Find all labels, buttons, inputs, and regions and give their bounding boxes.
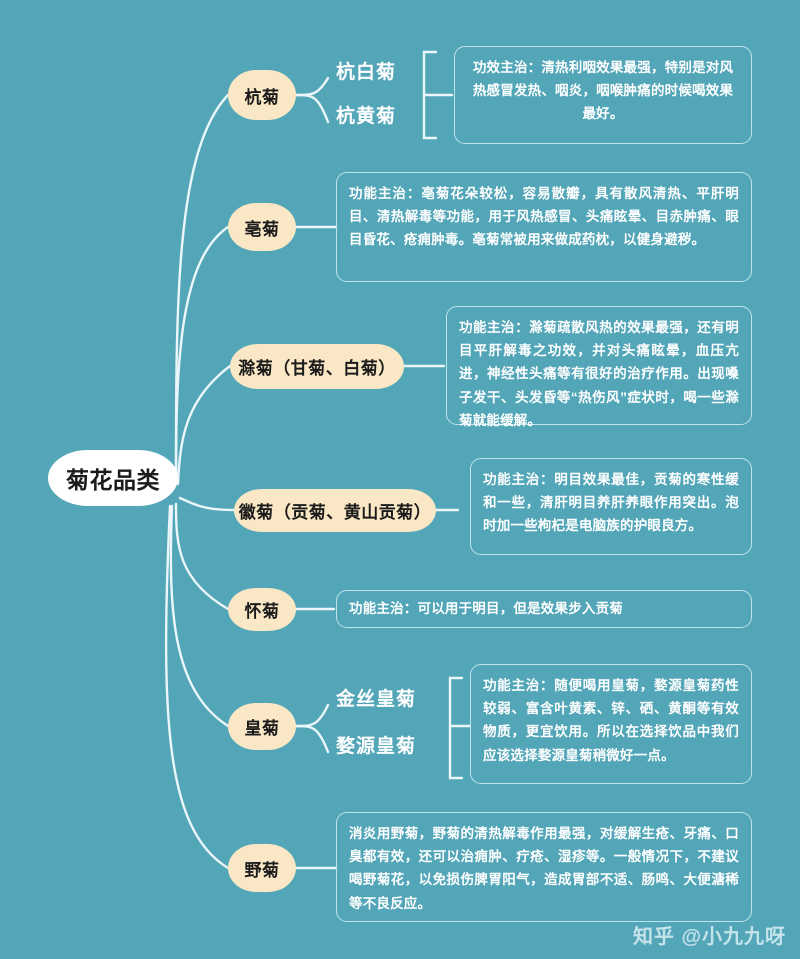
info-box-boju: 功能主治：亳菊花朵较松，容易散瓣，具有散风清热、平肝明目、清热解毒等功能，用于风… bbox=[336, 172, 752, 282]
branch-node-huiju[interactable]: 徽菊（贡菊、黄山贡菊） bbox=[234, 489, 436, 532]
bracket-huangju bbox=[448, 676, 464, 780]
link-root-huangju bbox=[169, 504, 230, 728]
root-node[interactable]: 菊花品类 bbox=[48, 450, 178, 506]
info-text-yeju: 消炎用野菊，野菊的清热解毒作用最强，对缓解生疮、牙痛、口臭都有效，还可以治痈肿、… bbox=[349, 826, 739, 911]
branch-label-huangju: 皇菊 bbox=[244, 719, 280, 738]
branch-label-yeju: 野菊 bbox=[244, 860, 280, 880]
leaf-label-hanghuangju[interactable]: 杭黄菊 bbox=[336, 106, 397, 127]
leaf-label-hangbaiju[interactable]: 杭白菊 bbox=[336, 62, 397, 83]
branch-node-boju[interactable]: 亳菊 bbox=[228, 203, 296, 251]
link-root-yeju bbox=[164, 504, 230, 870]
root-node-label: 菊花品类 bbox=[66, 467, 160, 493]
info-text-chuju: 功能主治：滁菊疏散风热的效果最强，还有明目平肝解毒之功效，并对头痛眩晕，血压亢进… bbox=[459, 320, 739, 428]
link-root-huaiju bbox=[174, 502, 230, 611]
branch-node-huaiju[interactable]: 怀菊 bbox=[228, 588, 296, 631]
info-box-hangju: 功效主治：清热利咽效果最强，特别是对风热感冒发热、咽炎，咽喉肿痛的时候喝效果最好… bbox=[454, 46, 752, 144]
info-text-huaiju: 功能主治：可以用于明目，但是效果步入贡菊 bbox=[349, 601, 623, 617]
info-box-chuju: 功能主治：滁菊疏散风热的效果最强，还有明目平肝解毒之功效，并对头痛眩晕，血压亢进… bbox=[446, 306, 752, 428]
link-root-huiju bbox=[178, 496, 236, 512]
branch-node-yeju[interactable]: 野菊 bbox=[228, 844, 296, 892]
info-text-huiju: 功能主治：明目效果最佳，贡菊的寒性缓和一些，清肝明目养肝养眼作用突出。泡时加一些… bbox=[483, 472, 739, 534]
link-root-boju bbox=[174, 225, 230, 482]
link-hangju-leaf-2 bbox=[294, 93, 330, 124]
branch-node-hangju[interactable]: 杭菊 bbox=[228, 70, 296, 120]
branch-node-chuju[interactable]: 滁菊（甘菊、白菊） bbox=[230, 344, 404, 389]
link-root-hangju bbox=[174, 93, 230, 480]
info-box-yeju: 消炎用野菊，野菊的清热解毒作用最强，对缓解生疮、牙痛、口臭都有效，还可以治痈肿、… bbox=[336, 812, 752, 922]
link-hangju-leaf-1 bbox=[294, 76, 330, 97]
link-huangju-leaf-1 bbox=[294, 703, 330, 728]
watermark: 知乎 @小九九呀 bbox=[632, 926, 786, 948]
info-box-huangju: 功能主治：随便喝用皇菊，婺源皇菊药性较弱、富含叶黄素、锌、硒、黄酮等有效物质，更… bbox=[470, 664, 752, 784]
info-box-huiju: 功能主治：明目效果最佳，贡菊的寒性缓和一些，清肝明目养肝养眼作用突出。泡时加一些… bbox=[470, 458, 752, 555]
bracket-hangju bbox=[422, 50, 438, 140]
branch-label-chuju: 滁菊（甘菊、白菊） bbox=[238, 359, 396, 378]
branch-label-huaiju: 怀菊 bbox=[244, 602, 280, 621]
info-box-huaiju: 功能主治：可以用于明目，但是效果步入贡菊 bbox=[336, 590, 752, 628]
link-root-chuju bbox=[176, 364, 232, 486]
info-text-boju: 功能主治：亳菊花朵较松，容易散瓣，具有散风清热、平肝明目、清热解毒等功能，用于风… bbox=[349, 186, 739, 248]
link-huangju-leaf-2 bbox=[294, 724, 330, 754]
info-text-huangju: 功能主治：随便喝用皇菊，婺源皇菊药性较弱、富含叶黄素、锌、硒、黄酮等有效物质，更… bbox=[483, 678, 739, 763]
branch-label-hangju: 杭菊 bbox=[244, 87, 280, 107]
info-text-hangju: 功效主治：清热利咽效果最强，特别是对风热感冒发热、咽炎，咽喉肿痛的时候喝效果最好… bbox=[472, 60, 734, 122]
leaf-label-wuyuanhuangju[interactable]: 婺源皇菊 bbox=[336, 736, 417, 757]
branch-node-huangju[interactable]: 皇菊 bbox=[228, 703, 296, 750]
branch-label-boju: 亳菊 bbox=[244, 219, 280, 239]
leaf-label-jinsihuangju[interactable]: 金丝皇菊 bbox=[336, 689, 417, 710]
branch-label-huiju: 徽菊（贡菊、黄山贡菊） bbox=[238, 503, 432, 522]
